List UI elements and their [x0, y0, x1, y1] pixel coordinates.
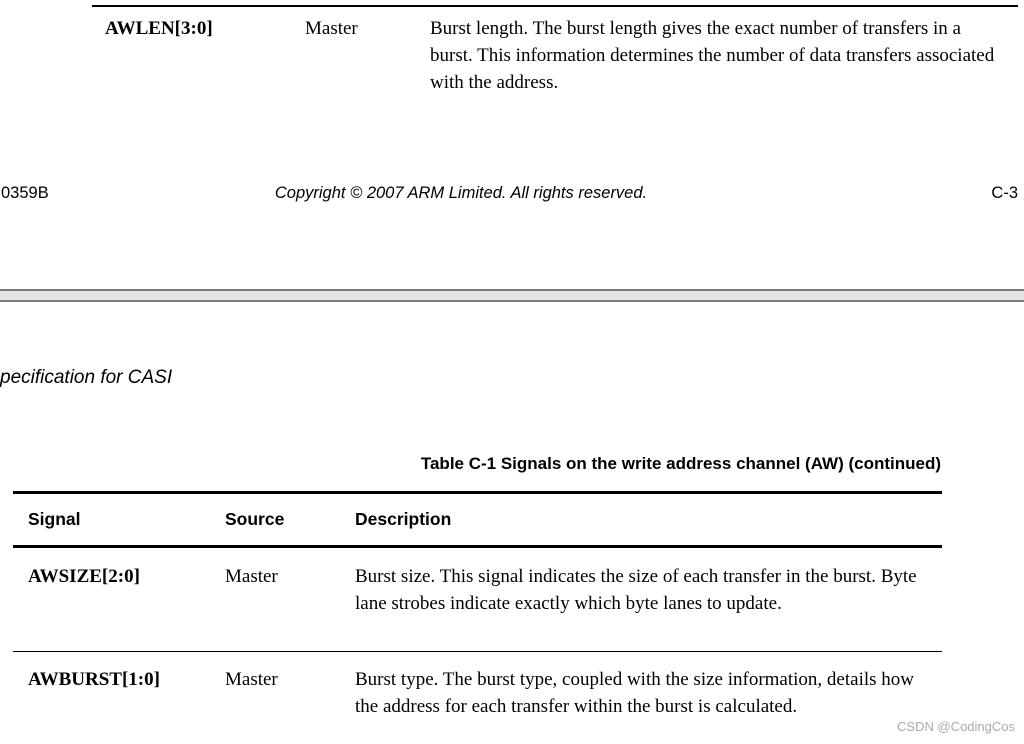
footer-copyright: Copyright © 2007 ARM Limited. All rights…	[274, 184, 648, 202]
footer-page-number: C-3	[991, 184, 1018, 202]
table-row-description: Burst size. This signal indicates the si…	[355, 566, 917, 614]
column-header-description: Description	[355, 509, 452, 529]
table-row-divider	[13, 651, 942, 652]
prev-table-cell-description: Burst length. The burst length gives the…	[430, 18, 995, 93]
table-row-source: Master	[225, 566, 278, 587]
column-header-source: Source	[225, 509, 285, 529]
table-caption: Table C-1 Signals on the write address c…	[420, 454, 941, 473]
table-top-rule	[13, 491, 942, 494]
footer-doc-id: 0359B	[1, 184, 49, 202]
prev-table-cell-source: Master	[305, 18, 358, 39]
column-header-signal: Signal	[28, 509, 81, 529]
table-row-signal: AWSIZE[2:0]	[28, 566, 140, 587]
page-break-separator	[0, 289, 1024, 302]
prev-table-cell-signal: AWLEN[3:0]	[105, 18, 213, 39]
prev-page-row-divider	[92, 5, 1018, 7]
table-row-description: Burst type. The burst type, coupled with…	[355, 669, 914, 717]
table-header-rule	[13, 545, 942, 548]
table-row-source: Master	[225, 669, 278, 690]
running-header: pecification for CASI	[0, 367, 173, 388]
table-row-signal: AWBURST[1:0]	[28, 669, 160, 690]
csdn-watermark: CSDN @CodingCos	[897, 719, 1015, 734]
